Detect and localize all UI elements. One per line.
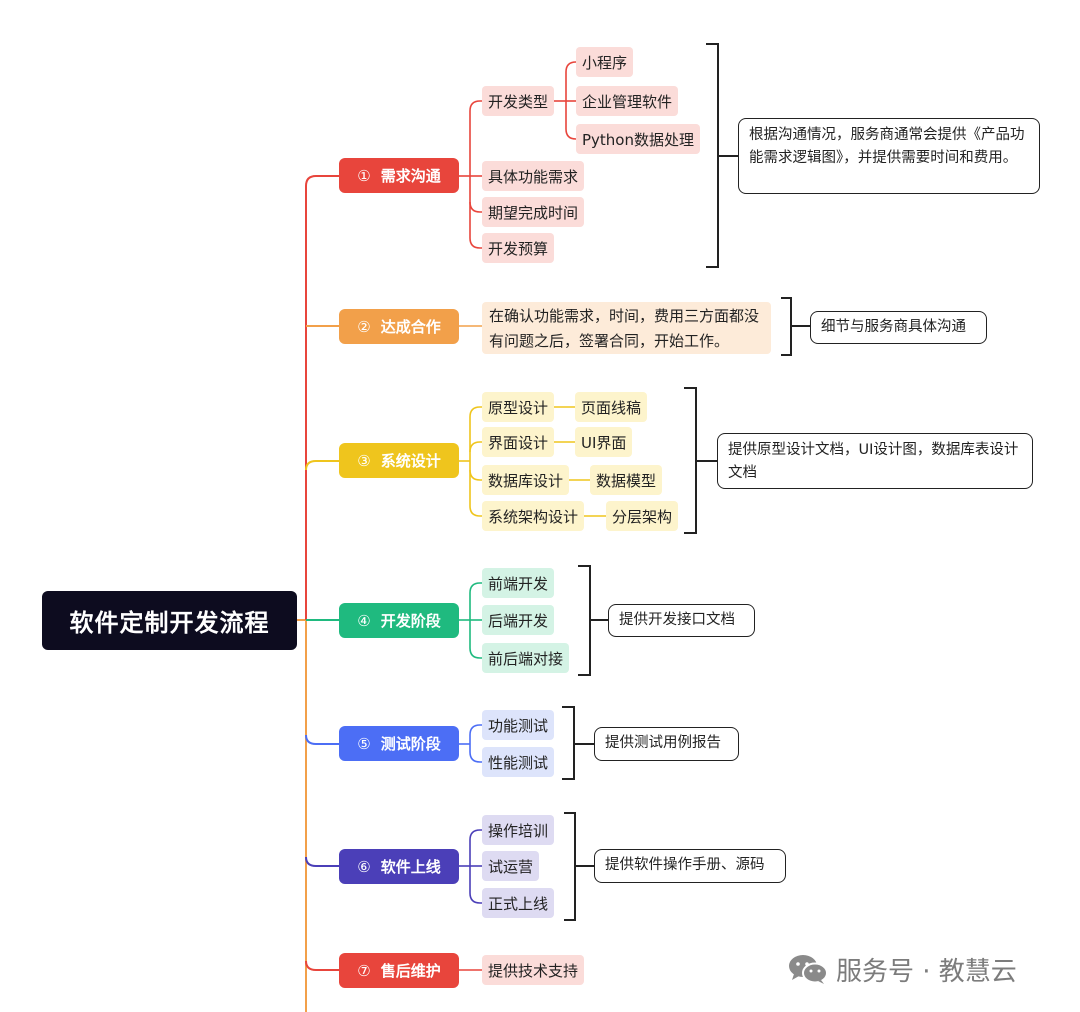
- root-node: 软件定制开发流程: [42, 591, 297, 650]
- leaf-time[interactable]: 期望完成时间: [482, 197, 585, 227]
- stage-maintenance[interactable]: ⑦ 售后维护: [339, 953, 459, 988]
- stage-requirements[interactable]: ① 需求沟通: [339, 158, 459, 193]
- stage-design[interactable]: ③ 系统设计: [339, 443, 459, 478]
- stage-number: ③: [357, 451, 371, 470]
- leaf-backend[interactable]: 后端开发: [482, 605, 555, 635]
- leaf-features[interactable]: 具体功能需求: [482, 161, 585, 191]
- stage-label: 开发阶段: [380, 612, 441, 630]
- note-launch: 提供软件操作手册、源码: [594, 849, 786, 883]
- stage-number: ④: [357, 611, 371, 630]
- leaf-data-model[interactable]: 数据模型: [590, 465, 663, 495]
- leaf-type-enterprise[interactable]: 企业管理软件: [576, 86, 679, 116]
- leaf-go-live[interactable]: 正式上线: [482, 888, 555, 918]
- leaf-layered-arch[interactable]: 分层架构: [606, 501, 679, 531]
- stage-label: 达成合作: [380, 318, 441, 336]
- leaf-type-miniprogram[interactable]: 小程序: [576, 47, 634, 77]
- stage-number: ⑥: [357, 857, 371, 876]
- leaf-trial-run[interactable]: 试运营: [482, 851, 540, 881]
- leaf-prototype[interactable]: 原型设计: [482, 392, 555, 422]
- note-development: 提供开发接口文档: [608, 604, 755, 637]
- stage-number: ⑤: [357, 734, 371, 753]
- leaf-ui-screens[interactable]: UI界面: [575, 427, 633, 457]
- stage-label: 软件上线: [380, 858, 441, 876]
- watermark-text: 服务号 · 教慧云: [836, 956, 1017, 987]
- watermark: 服务号 · 教慧云: [788, 949, 1017, 989]
- leaf-training[interactable]: 操作培训: [482, 815, 555, 845]
- stage-label: 售后维护: [380, 962, 441, 980]
- note-cooperation: 细节与服务商具体沟通: [810, 311, 987, 344]
- note-testing: 提供测试用例报告: [594, 727, 739, 761]
- desc-cooperation: 在确认功能需求，时间，费用三方面都没有问题之后，签署合同，开始工作。: [482, 302, 771, 354]
- stage-number: ⑦: [357, 961, 371, 980]
- stage-development[interactable]: ④ 开发阶段: [339, 603, 459, 638]
- stage-label: 需求沟通: [380, 167, 441, 185]
- wechat-icon: [789, 955, 828, 984]
- stage-label: 测试阶段: [380, 735, 441, 753]
- leaf-db-design[interactable]: 数据库设计: [482, 465, 570, 495]
- leaf-wireframe[interactable]: 页面线稿: [575, 392, 648, 422]
- leaf-arch-design[interactable]: 系统架构设计: [482, 501, 585, 531]
- stage-launch[interactable]: ⑥ 软件上线: [339, 849, 459, 884]
- stage-cooperation[interactable]: ② 达成合作: [339, 309, 459, 344]
- leaf-functional-test[interactable]: 功能测试: [482, 710, 555, 740]
- stage-number: ①: [357, 166, 371, 185]
- leaf-budget[interactable]: 开发预算: [482, 233, 555, 263]
- stage-testing[interactable]: ⑤ 测试阶段: [339, 726, 459, 761]
- leaf-type-python[interactable]: Python数据处理: [576, 124, 700, 154]
- note-requirements: 根据沟通情况，服务商通常会提供《产品功能需求逻辑图》，并提供需要时间和费用。: [738, 118, 1040, 194]
- leaf-tech-support[interactable]: 提供技术支持: [482, 955, 585, 985]
- leaf-integration[interactable]: 前后端对接: [482, 643, 570, 673]
- note-design: 提供原型设计文档，UI设计图，数据库表设计文档: [717, 433, 1033, 489]
- leaf-performance-test[interactable]: 性能测试: [482, 747, 555, 777]
- leaf-ui-design[interactable]: 界面设计: [482, 427, 555, 457]
- leaf-frontend[interactable]: 前端开发: [482, 568, 555, 598]
- stage-label: 系统设计: [380, 452, 441, 470]
- stage-number: ②: [357, 317, 371, 336]
- leaf-dev-type[interactable]: 开发类型: [482, 86, 555, 116]
